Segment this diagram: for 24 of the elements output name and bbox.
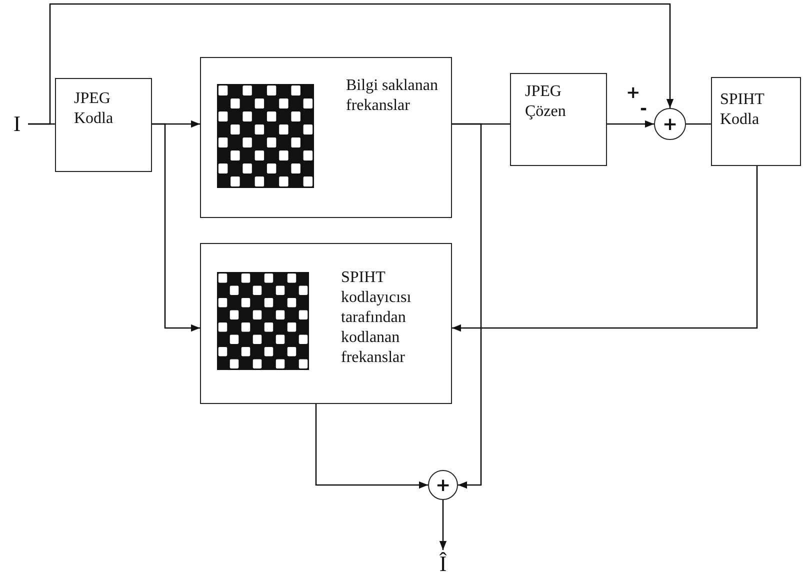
- process-box: [55, 78, 152, 172]
- arrow: [607, 120, 654, 128]
- box-label: Bilgi saklanan frekanslar: [346, 76, 439, 116]
- box-label: JPEG Çözen: [525, 82, 567, 122]
- process-box: [711, 77, 801, 166]
- sign-label: -: [640, 100, 648, 118]
- box-label: SPIHT Kodla: [720, 90, 766, 130]
- signal-label: Î: [433, 550, 453, 578]
- process-box: [200, 243, 452, 404]
- arrow: [452, 166, 758, 332]
- box-label: SPIHT kodlayıcısı tarafından kodlanan frekanslar: [341, 268, 412, 368]
- sign-label: +: [626, 84, 640, 102]
- arrow: [439, 500, 447, 550]
- arrow: [452, 123, 482, 489]
- connector-line: [686, 123, 711, 125]
- process-box: [510, 73, 607, 166]
- box-label: JPEG Kodla: [74, 89, 114, 129]
- arrow: [28, 3, 674, 125]
- process-box: [200, 57, 452, 218]
- arrow: [152, 123, 200, 332]
- summing-junction: +: [654, 108, 686, 140]
- signal-label: I: [6, 110, 28, 138]
- arrow: [315, 404, 428, 489]
- summing-junction: +: [428, 470, 458, 500]
